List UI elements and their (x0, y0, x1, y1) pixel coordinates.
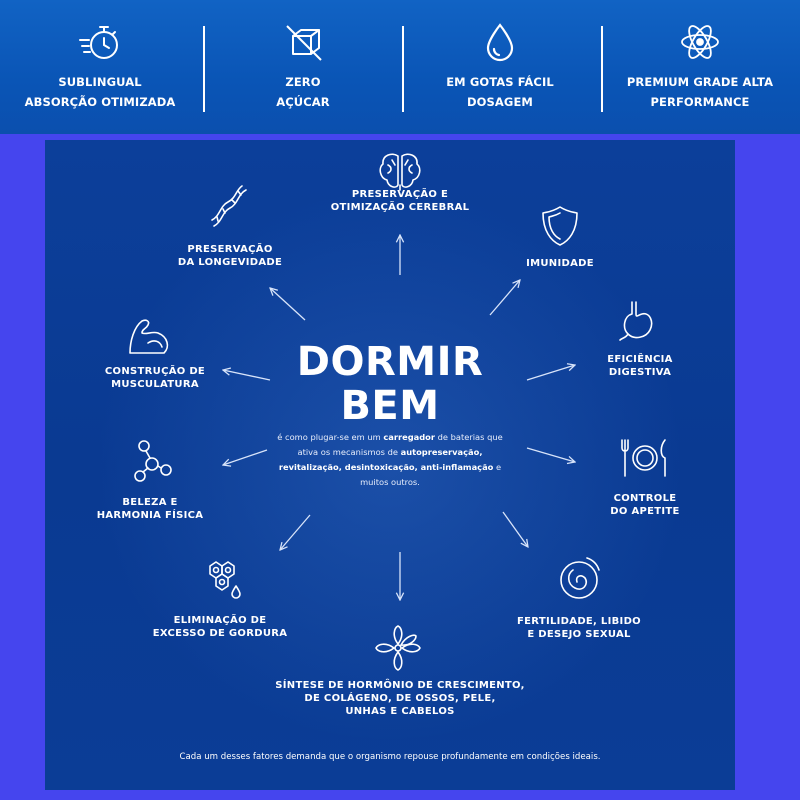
no-sugar-icon (281, 20, 325, 64)
divider (601, 26, 603, 112)
arrow-plate (526, 447, 575, 462)
molecule-icon (134, 440, 172, 482)
node-label-hormone: SÍNTESE DE HORMÔNIO DE CRESCIMENTO,DE CO… (275, 680, 525, 717)
arrow-stomach (526, 365, 575, 381)
node-label-immunity: IMUNIDADE (526, 258, 594, 269)
stopwatch-speed-icon (78, 20, 122, 64)
shield-icon (542, 206, 578, 246)
fat-cells-icon (209, 561, 241, 599)
body-text: de baterias que ativa os mecanismos de (297, 432, 503, 457)
highlight-text: autopreservação, revitalização, desintox… (278, 447, 494, 472)
flower-icon (375, 625, 421, 671)
plate-cutlery-icon (621, 439, 666, 477)
arrow-fat (280, 514, 311, 550)
footnote: Cada um desses fatores demanda que o org… (179, 752, 601, 762)
body-text: é como plugar-se em um (277, 432, 384, 442)
center-description: é como plugar-se em um carregador de bat… (275, 430, 505, 490)
divider (402, 26, 404, 112)
divider (203, 26, 205, 112)
benefits-diagram (129, 153, 666, 671)
highlight-text: carregador (383, 432, 435, 442)
body-text: e muitos outros. (360, 462, 502, 487)
atom-icon (678, 20, 722, 64)
arrow-shield (489, 280, 520, 316)
arrow-fertility (502, 511, 528, 547)
pregnancy-icon (560, 557, 600, 599)
brain-icon (379, 153, 421, 191)
drop-icon (478, 20, 522, 64)
dna-icon (211, 185, 247, 227)
bicep-icon (129, 319, 169, 354)
stomach-icon (619, 301, 653, 341)
arrow-dna (270, 288, 306, 321)
arrow-molecule (223, 449, 268, 465)
arrow-muscle (223, 370, 271, 381)
